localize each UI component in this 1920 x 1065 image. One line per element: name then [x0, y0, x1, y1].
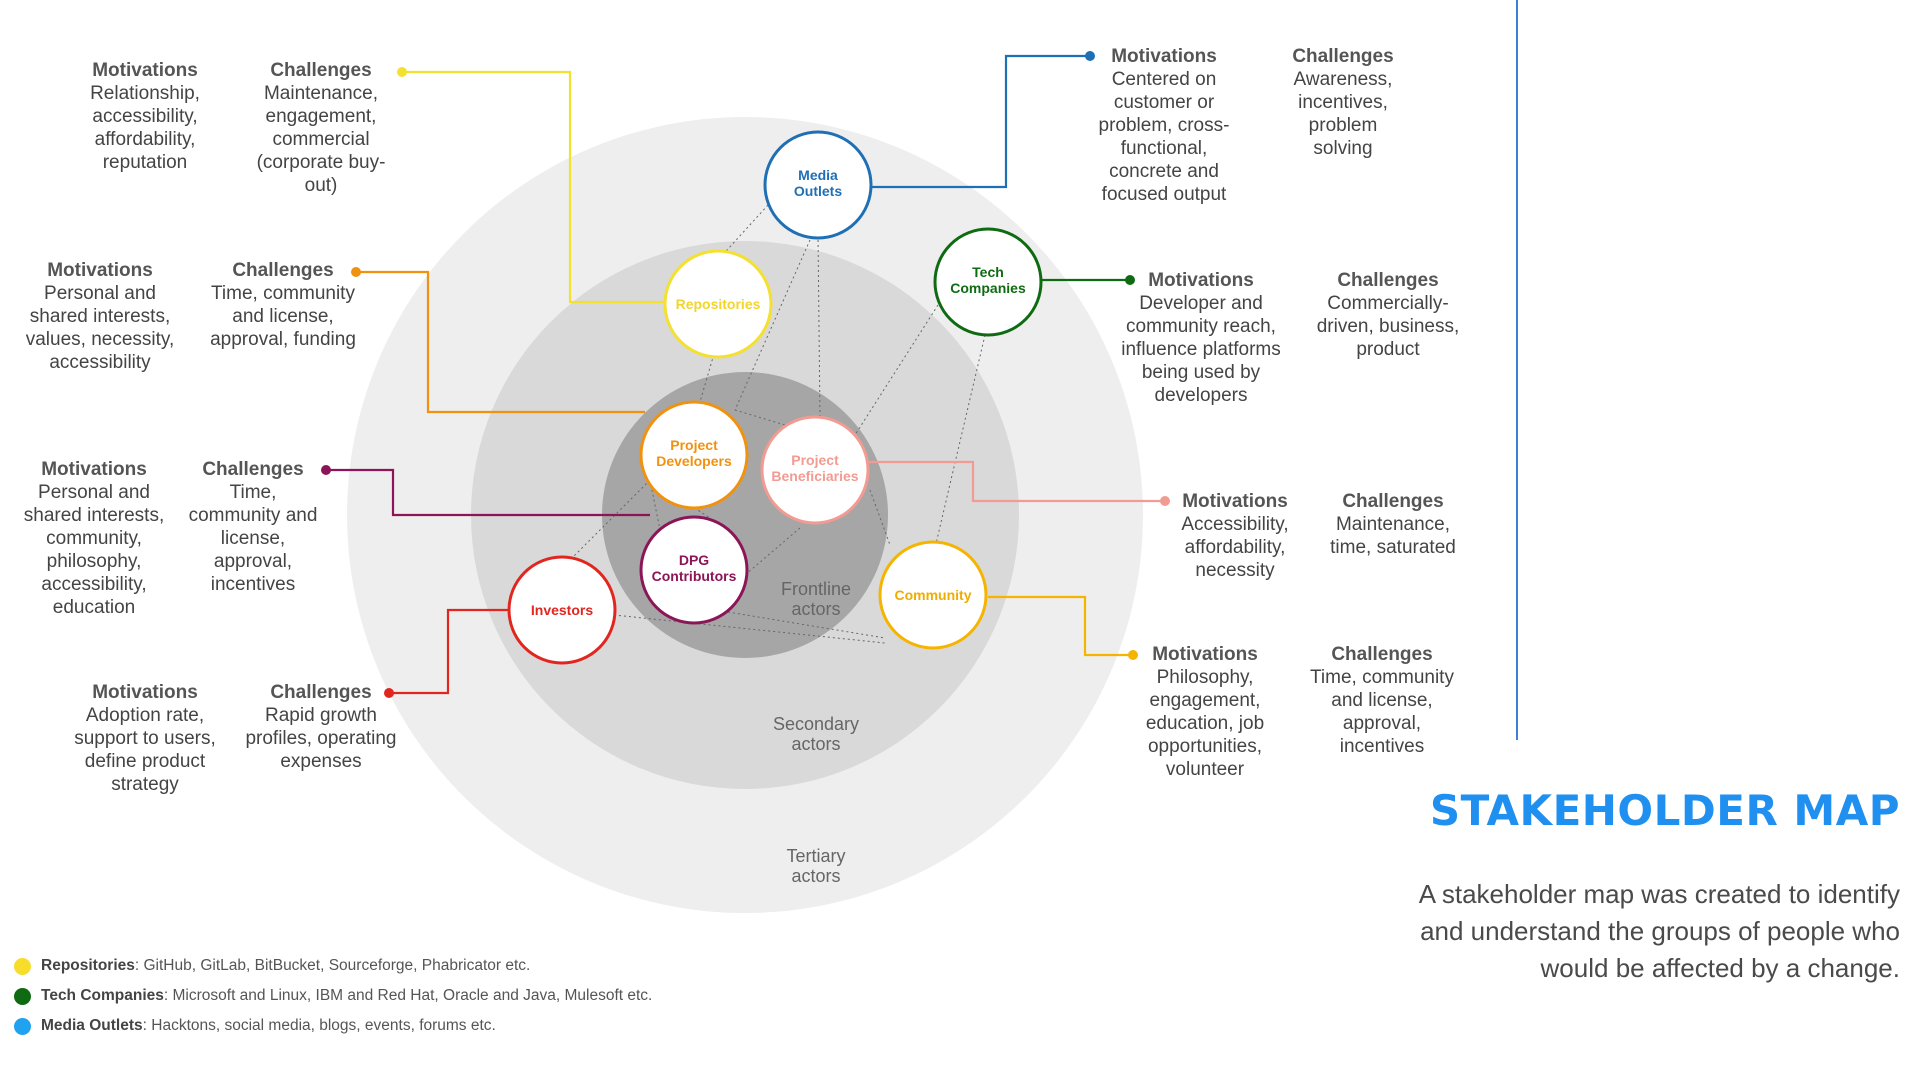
- investors-endpoint-dot: [384, 688, 394, 698]
- divider-line: [1516, 0, 1518, 740]
- challenges-text: Time, community and license, approval, f…: [210, 283, 356, 350]
- motivations-text: Personal and shared interests, community…: [23, 482, 165, 618]
- node-community: Community: [878, 540, 988, 650]
- community-motivations: Motivations Philosophy, engagement, educ…: [1130, 643, 1280, 781]
- tech-motivations: Motivations Developer and community reac…: [1121, 269, 1280, 407]
- challenges-text: Rapid growth profiles, operating expense…: [245, 705, 397, 772]
- contributors-endpoint-dot: [321, 465, 331, 475]
- challenges-heading: Challenges: [1342, 491, 1444, 512]
- beneficiaries-endpoint-dot: [1160, 496, 1170, 506]
- motivations-text: Developer and community reach, influence…: [1121, 293, 1281, 406]
- challenges-text: Time, community and license, approval, i…: [188, 482, 318, 595]
- motivations-text: Accessibility, affordability, necessity: [1181, 514, 1289, 581]
- motivations-text: Adoption rate, support to users, define …: [74, 705, 216, 795]
- node-investors: Investors: [507, 555, 617, 665]
- motivations-text: Centered on customer or problem, cross-f…: [1098, 69, 1230, 205]
- developers-challenges: Challenges Time, community and license, …: [208, 259, 358, 351]
- node-label-community: Community: [895, 587, 972, 603]
- motivations-heading: Motivations: [1182, 491, 1288, 512]
- legend-text: : Hacktons, social media, blogs, events,…: [142, 1017, 496, 1034]
- node-repositories: Repositories: [663, 249, 773, 359]
- challenges-heading: Challenges: [270, 60, 372, 81]
- community-challenges: Challenges Time, community and license, …: [1307, 643, 1457, 758]
- motivations-heading: Motivations: [1111, 46, 1217, 67]
- tech-challenges: Challenges Commercially-driven, business…: [1313, 269, 1463, 361]
- legend-name: Media Outlets: [41, 1017, 143, 1034]
- legend-item-repositories: Repositories: GitHub, GitLab, BitBucket,…: [14, 957, 530, 975]
- repositories-endpoint-dot: [397, 67, 407, 77]
- motivations-heading: Motivations: [41, 459, 147, 480]
- challenges-text: Commercially-driven, business, product: [1316, 293, 1460, 360]
- callout-endpoints: [321, 51, 1170, 698]
- challenges-heading: Challenges: [1292, 46, 1394, 67]
- legend-text: : GitHub, GitLab, BitBucket, Sourceforge…: [134, 957, 531, 974]
- repositories-motivations: Motivations Relationship, accessibility,…: [70, 59, 220, 174]
- beneficiaries-motivations: Motivations Accessibility, affordability…: [1160, 490, 1310, 582]
- developers-motivations: Motivations Personal and shared interest…: [25, 259, 175, 374]
- challenges-heading: Challenges: [1337, 270, 1439, 291]
- challenges-text: Awareness, incentives, problem solving: [1293, 69, 1393, 159]
- challenges-heading: Challenges: [1331, 644, 1433, 665]
- challenges-text: Maintenance, engagement, commercial (cor…: [256, 83, 386, 196]
- motivations-text: Relationship, accessibility, affordabili…: [90, 83, 200, 173]
- page-title: STAKEHOLDER MAP: [1429, 786, 1900, 835]
- motivations-heading: Motivations: [47, 260, 153, 281]
- investors-challenges: Challenges Rapid growth profiles, operat…: [241, 681, 401, 773]
- motivations-heading: Motivations: [1152, 644, 1258, 665]
- legend-name: Repositories: [41, 957, 135, 974]
- callout-connectors: [326, 54, 1165, 695]
- legend-dot: [14, 1017, 31, 1035]
- node-label-repositories: Repositories: [676, 296, 761, 312]
- media-endpoint-dot: [1085, 51, 1095, 61]
- motivations-text: Philosophy, engagement, education, job o…: [1145, 667, 1265, 780]
- legend-item-tech-companies: Tech Companies: Microsoft and Linux, IBM…: [14, 987, 652, 1005]
- beneficiaries-challenges: Challenges Maintenance, time, saturated: [1318, 490, 1468, 559]
- challenges-heading: Challenges: [202, 459, 304, 480]
- legend-item-media-outlets: Media Outlets: Hacktons, social media, b…: [14, 1017, 496, 1035]
- tech-endpoint-dot: [1125, 275, 1135, 285]
- legend-name: Tech Companies: [41, 987, 164, 1004]
- motivations-heading: Motivations: [92, 60, 198, 81]
- motivations-text: Personal and shared interests, values, n…: [25, 283, 175, 373]
- motivations-heading: Motivations: [1148, 270, 1254, 291]
- motivations-heading: Motivations: [92, 682, 198, 703]
- legend-dot: [14, 987, 31, 1005]
- repositories-challenges: Challenges Maintenance, engagement, comm…: [246, 59, 396, 197]
- investors-motivations: Motivations Adoption rate, support to us…: [70, 681, 220, 796]
- challenges-heading: Challenges: [232, 260, 334, 281]
- page-description: A stakeholder map was created to identif…: [1418, 879, 1900, 983]
- challenges-text: Maintenance, time, saturated: [1330, 514, 1456, 558]
- community-endpoint-dot: [1128, 650, 1138, 660]
- challenges-heading: Challenges: [270, 682, 372, 703]
- legend-text: : Microsoft and Linux, IBM and Red Hat, …: [163, 987, 653, 1004]
- developers-endpoint-dot: [351, 267, 361, 277]
- media-challenges: Challenges Awareness, incentives, proble…: [1268, 45, 1418, 160]
- legend-dot: [14, 957, 31, 975]
- challenges-text: Time, community and license, approval, i…: [1310, 667, 1454, 757]
- node-label-investors: Investors: [531, 602, 593, 618]
- contributors-challenges: Challenges Time, community and license, …: [178, 458, 328, 596]
- contributors-motivations: Motivations Personal and shared interest…: [19, 458, 169, 619]
- media-motivations: Motivations Centered on customer or prob…: [1089, 45, 1239, 206]
